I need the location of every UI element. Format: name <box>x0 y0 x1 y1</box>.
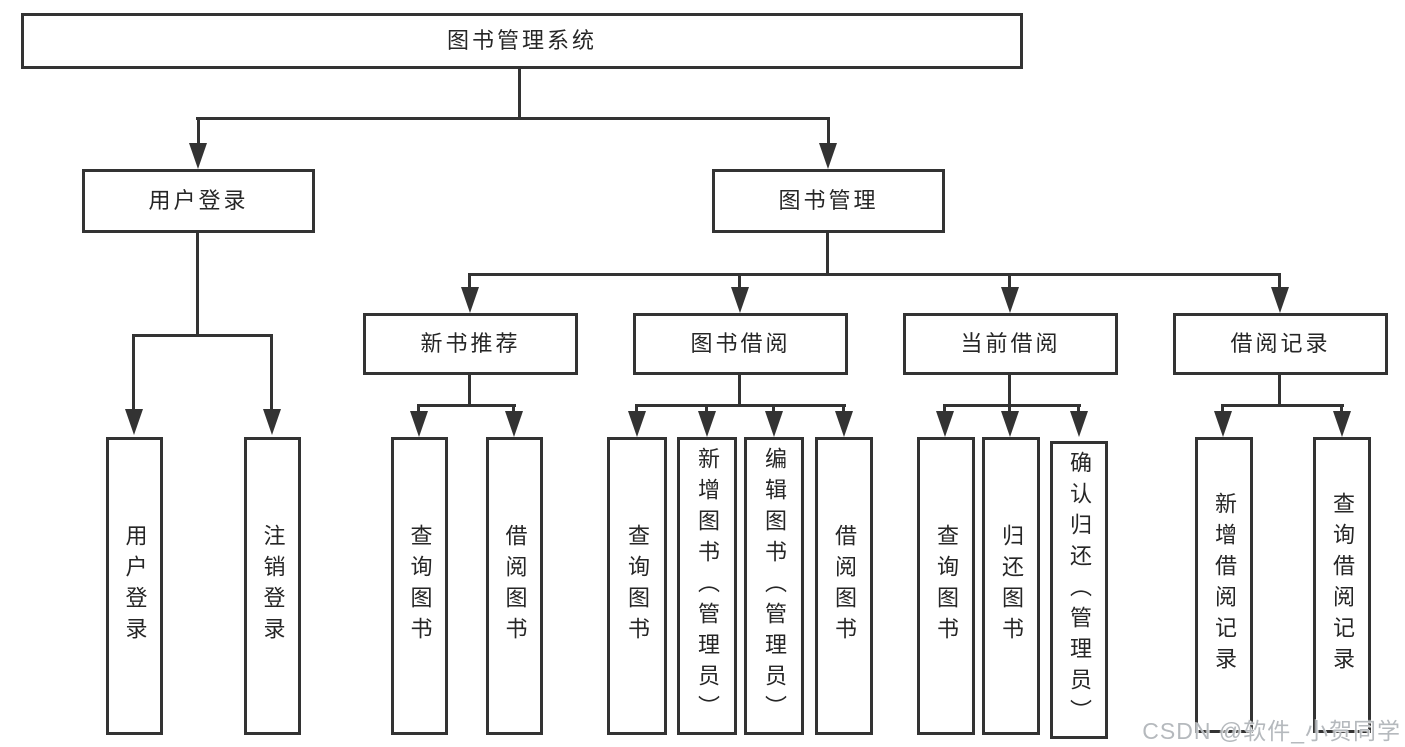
arrow-down-icon <box>505 411 523 437</box>
connector-hline <box>468 273 1281 276</box>
node-label: 借阅记录 <box>1230 331 1331 356</box>
arrow-down-icon <box>1333 411 1351 437</box>
arrow-down-icon <box>1001 411 1019 437</box>
node-label: 当前借阅 <box>960 331 1061 356</box>
connector-vline <box>1278 375 1281 407</box>
connector-vline <box>1077 406 1080 414</box>
connector-vline <box>772 406 775 414</box>
connector-hline <box>417 404 516 407</box>
leaf-label: 确认归还（管理员） <box>1067 450 1092 730</box>
connector-vline <box>512 406 515 414</box>
connector-vline <box>635 406 638 414</box>
arrow-down-icon <box>765 411 783 437</box>
arrow-down-icon <box>936 411 954 437</box>
connector-vline <box>196 233 199 337</box>
leaf-label: 编辑图书（管理员） <box>762 446 787 726</box>
connector-hline <box>196 117 830 120</box>
arrow-down-icon <box>1271 287 1289 313</box>
connector-vline <box>1008 275 1011 289</box>
connector-vline <box>1340 406 1343 414</box>
connector-vline <box>1278 275 1281 289</box>
node-current-borrowing: 当前借阅 <box>903 313 1118 375</box>
connector-vline <box>1221 406 1224 414</box>
connector-hline <box>1221 404 1344 407</box>
csdn-watermark: CSDN @软件_小贺同学 <box>1142 718 1401 744</box>
leaf-records-add-record: 新增借阅记录 <box>1195 437 1253 733</box>
arrow-down-icon <box>189 143 207 169</box>
leaf-label: 查询图书 <box>934 524 959 648</box>
connector-vline <box>518 69 521 120</box>
leaf-label: 新增图书（管理员） <box>695 446 720 726</box>
arrow-down-icon <box>263 409 281 435</box>
leaf-label: 查询图书 <box>407 524 433 648</box>
node-label: 图书管理 <box>778 188 879 213</box>
node-borrowing-records: 借阅记录 <box>1173 313 1388 375</box>
connector-vline <box>1008 375 1011 407</box>
leaf-current-return-books: 归还图书 <box>982 437 1040 735</box>
connector-vline <box>826 233 829 276</box>
leaf-borrowing-borrow-books: 借阅图书 <box>815 437 873 735</box>
leaf-records-query-record: 查询借阅记录 <box>1313 437 1371 733</box>
connector-vline <box>417 406 420 414</box>
connector-vline <box>197 119 200 146</box>
leaf-label: 用户登录 <box>122 524 148 648</box>
connector-vline <box>842 406 845 414</box>
arrow-down-icon <box>125 409 143 435</box>
leaf-current-confirm-return-admin: 确认归还（管理员） <box>1050 441 1108 739</box>
connector-vline <box>738 375 741 407</box>
connector-hline <box>635 404 846 407</box>
node-book-management: 图书管理 <box>712 169 945 233</box>
arrow-down-icon <box>819 143 837 169</box>
connector-vline <box>1008 406 1011 414</box>
leaf-current-query-books: 查询图书 <box>917 437 975 735</box>
leaf-label: 注销登录 <box>260 524 286 648</box>
arrow-down-icon <box>1001 287 1019 313</box>
leaf-label: 归还图书 <box>999 524 1024 648</box>
arrow-down-icon <box>628 411 646 437</box>
connector-hline <box>943 404 1081 407</box>
leaf-label: 借阅图书 <box>832 524 857 648</box>
connector-vline <box>270 336 273 411</box>
leaf-label: 借阅图书 <box>502 524 528 648</box>
leaf-borrowing-edit-books-admin: 编辑图书（管理员） <box>744 437 804 735</box>
leaf-logout-login: 注销登录 <box>244 437 301 735</box>
connector-vline <box>827 119 830 146</box>
connector-hline <box>132 334 273 337</box>
arrow-down-icon <box>698 411 716 437</box>
leaf-newbook-borrow-books: 借阅图书 <box>486 437 543 735</box>
node-user-login: 用户登录 <box>82 169 315 233</box>
node-book-borrowing: 图书借阅 <box>633 313 848 375</box>
leaf-newbook-query-books: 查询图书 <box>391 437 448 735</box>
node-label: 用户登录 <box>148 188 249 213</box>
node-label: 新书推荐 <box>420 331 521 356</box>
connector-vline <box>943 406 946 414</box>
leaf-borrowing-add-books-admin: 新增图书（管理员） <box>677 437 737 735</box>
arrow-down-icon <box>1214 411 1232 437</box>
connector-vline <box>705 406 708 414</box>
arrow-down-icon <box>410 411 428 437</box>
connector-vline <box>468 375 471 407</box>
connector-vline <box>132 336 135 411</box>
node-label: 图书借阅 <box>690 331 791 356</box>
leaf-user-login: 用户登录 <box>106 437 163 735</box>
connector-vline <box>738 275 741 289</box>
leaf-label: 查询借阅记录 <box>1330 492 1355 678</box>
arrow-down-icon <box>461 287 479 313</box>
arrow-down-icon <box>835 411 853 437</box>
node-new-book-recommendation: 新书推荐 <box>363 313 578 375</box>
arrow-down-icon <box>1070 411 1088 437</box>
leaf-label: 新增借阅记录 <box>1212 492 1237 678</box>
node-library-system: 图书管理系统 <box>21 13 1023 69</box>
arrow-down-icon <box>731 287 749 313</box>
connector-vline <box>468 275 471 289</box>
leaf-borrowing-query-books: 查询图书 <box>607 437 667 735</box>
node-label: 图书管理系统 <box>446 28 597 53</box>
leaf-label: 查询图书 <box>625 524 650 648</box>
